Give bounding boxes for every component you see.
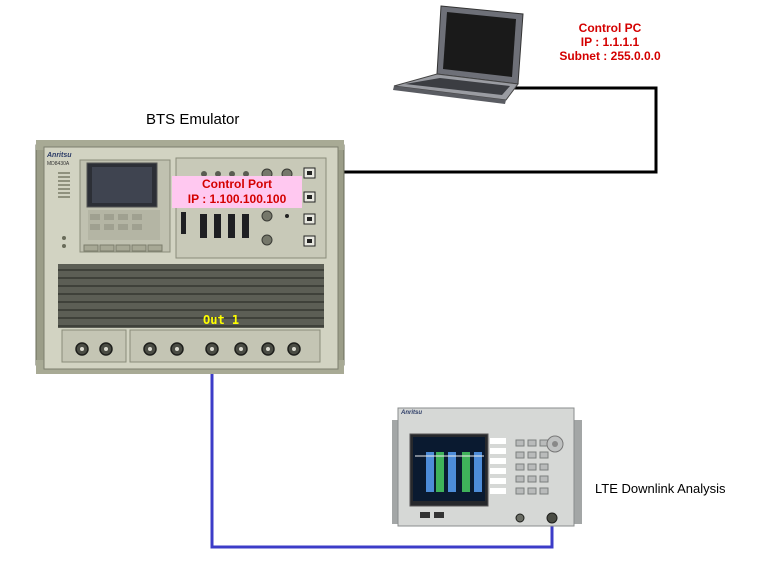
control-pc-title: Control PC (578, 21, 642, 35)
bts-model-label: MD8430A (47, 161, 70, 167)
bts-emulator-title: BTS Emulator (146, 111, 240, 128)
control-port-ip: IP : 1.100.100.100 (187, 192, 287, 206)
control-port-title: Control Port (202, 177, 272, 191)
rf-coax-cable (210, 352, 554, 549)
laptop-icon (393, 5, 524, 104)
control-pc-ip: IP : 1.1.1.1 (580, 35, 640, 49)
analyzer-brand-logo: Anritsu (401, 410, 422, 416)
control-pc-label-group: Control PC IP : 1.1.1.1 Subnet : 255.0.0… (540, 21, 680, 63)
bts-brand-logo: Anritsu (47, 152, 72, 159)
control-port-label-box: Control Port IP : 1.100.100.100 (172, 176, 302, 208)
control-pc-subnet: Subnet : 255.0.0.0 (559, 49, 661, 63)
lte-downlink-analysis-label: LTE Downlink Analysis (595, 481, 726, 496)
signal-analyzer-device (392, 407, 582, 527)
pc-to-bts-ethernet-cable (318, 86, 658, 174)
out-1-label: Out 1 (203, 313, 240, 327)
